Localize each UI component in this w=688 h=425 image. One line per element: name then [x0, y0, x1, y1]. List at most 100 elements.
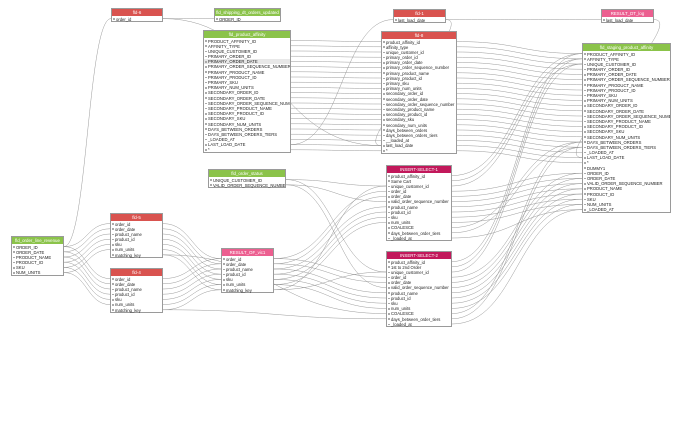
- field-row[interactable]: _LOADED_AT: [204, 137, 290, 142]
- field-row[interactable]: PRODUCT_ID: [12, 260, 63, 265]
- field-row[interactable]: PRODUCT_AFFINITY_ID: [583, 52, 670, 57]
- field-row[interactable]: PRIMARY_NUM_UNITS: [204, 85, 290, 90]
- field-row[interactable]: product_name: [387, 291, 451, 296]
- field-row[interactable]: primary_product_name: [382, 71, 456, 76]
- field-row[interactable]: num_units: [387, 220, 451, 225]
- field-row[interactable]: sku: [111, 297, 162, 302]
- field-row[interactable]: secondary_order_id: [382, 91, 456, 96]
- field-row[interactable]: VALID_ORDER_SEQUENCE_NUMBER: [209, 183, 285, 188]
- field-row[interactable]: SECONDARY_NUM_UNITS: [204, 122, 290, 127]
- field-row[interactable]: SKU: [583, 197, 670, 202]
- field-row[interactable]: VALID_ORDER_SEQUENCE_NUMBER: [583, 181, 670, 186]
- field-row[interactable]: SECONDARY_ORDER_SEQUENCE_NUMBER: [204, 101, 290, 106]
- field-row[interactable]: LAST_LOAD_DATE: [204, 142, 290, 147]
- table-node-title[interactable]: fld-6: [112, 9, 162, 16]
- field-row[interactable]: NUM_UNITS: [583, 202, 670, 207]
- field-row[interactable]: PRIMARY_PRODUCT_NAME: [583, 83, 670, 88]
- field-row[interactable]: PRIMARY_ORDER_DATE: [583, 72, 670, 77]
- field-row[interactable]: product_id: [222, 272, 273, 277]
- field-row[interactable]: PRIMARY_ORDER_SEQUENCE_NUMBER: [204, 64, 290, 69]
- table-node-title[interactable]: fld-1: [394, 10, 445, 17]
- field-row[interactable]: DUMMY1: [583, 166, 670, 171]
- table-node-title[interactable]: fld-5: [111, 214, 162, 221]
- field-row[interactable]: DAYS_BETWEEN_ORDERS_TIERS: [583, 145, 670, 150]
- field-row[interactable]: unique_customer_id: [382, 50, 456, 55]
- field-row[interactable]: _LOADED_AT: [583, 207, 670, 212]
- field-row[interactable]: order_date: [387, 194, 451, 199]
- table-node-title[interactable]: fld_order_status: [209, 170, 285, 177]
- field-row[interactable]: SECONDARY_ORDER_ID: [583, 103, 670, 108]
- field-row[interactable]: ORDER_ID: [583, 171, 670, 176]
- field-row[interactable]: product_affinity_id: [387, 174, 451, 179]
- field-row[interactable]: AFFINITY_TYPE: [204, 44, 290, 49]
- field-row[interactable]: PRIMARY_SKU: [204, 80, 290, 85]
- field-row[interactable]: PRIMARY_PRODUCT_ID: [583, 88, 670, 93]
- table-node-title[interactable]: fld-8: [382, 32, 456, 39]
- field-row[interactable]: PRIMARY_ORDER_SEQUENCE_NUMBER: [583, 77, 670, 82]
- field-row[interactable]: last_load_date: [394, 18, 445, 23]
- table-node-title[interactable]: fld-4: [111, 269, 162, 276]
- field-row[interactable]: product_name: [111, 287, 162, 292]
- field-row[interactable]: ORDER_DATE: [583, 176, 670, 181]
- field-row[interactable]: product_id: [387, 296, 451, 301]
- field-row[interactable]: matching_key: [111, 308, 162, 313]
- field-row[interactable]: SKU: [12, 265, 63, 270]
- table-node-title[interactable]: RESULT_DT_log: [602, 10, 653, 17]
- table-node-title[interactable]: fld_staging_product_affinity: [583, 44, 670, 51]
- field-row[interactable]: PRIMARY_ORDER_ID: [204, 54, 290, 59]
- field-row[interactable]: last_load_date: [382, 143, 456, 148]
- field-row[interactable]: secondary_sku: [382, 117, 456, 122]
- field-row[interactable]: _loaded_at: [387, 322, 451, 327]
- field-row[interactable]: SECONDARY_ORDER_ID: [204, 90, 290, 95]
- field-row[interactable]: _loaded_at: [387, 236, 451, 241]
- field-row[interactable]: matching_key: [222, 288, 273, 293]
- field-row[interactable]: last_load_date: [602, 18, 653, 23]
- field-row[interactable]: SECONDARY_PRODUCT_ID: [583, 124, 670, 129]
- field-row[interactable]: secondary_order_sequence_number: [382, 102, 456, 107]
- field-row[interactable]: num_units: [222, 282, 273, 287]
- table-node-title[interactable]: fld_order_line_revenue: [12, 237, 63, 244]
- field-row[interactable]: DAYS_BETWEEN_ORDERS_TIERS: [204, 132, 290, 137]
- field-row[interactable]: PRIMARY_ORDER_DATE: [204, 59, 290, 65]
- field-row[interactable]: COALESCE: [387, 225, 451, 230]
- field-row[interactable]: days_between_orders: [382, 128, 456, 133]
- field-row[interactable]: PRODUCT_NAME: [12, 255, 63, 260]
- field-row[interactable]: UNIQUE_CUSTOMER_ID: [209, 178, 285, 183]
- field-row[interactable]: AFFINITY_TYPE: [583, 57, 670, 62]
- field-row[interactable]: matching_key: [111, 253, 162, 258]
- field-row[interactable]: num_units: [111, 302, 162, 307]
- field-row[interactable]: sku: [387, 215, 451, 220]
- field-row[interactable]: valid_order_sequence_number: [387, 199, 451, 204]
- table-node-title[interactable]: INSERT-SELECT-1: [387, 166, 451, 173]
- field-row[interactable]: ORDER_DATE: [12, 250, 63, 255]
- field-row[interactable]: sku: [222, 277, 273, 282]
- field-row[interactable]: primary_sku: [382, 81, 456, 86]
- field-row[interactable]: primary_order_date: [382, 60, 456, 65]
- field-row[interactable]: order_id: [111, 222, 162, 227]
- field-row[interactable]: sku: [387, 301, 451, 306]
- field-row[interactable]: secondary_product_name: [382, 107, 456, 112]
- field-row[interactable]: *: [204, 147, 290, 152]
- field-row[interactable]: product_affinity_id: [387, 260, 451, 265]
- field-row[interactable]: 1st to 2nd Order: [387, 265, 451, 270]
- field-row[interactable]: DAYS_BETWEEN_ORDERS: [204, 127, 290, 132]
- field-row[interactable]: SECONDARY_PRODUCT_NAME: [204, 106, 290, 111]
- field-row[interactable]: product_id: [111, 292, 162, 297]
- field-row[interactable]: order_id: [222, 257, 273, 262]
- field-row[interactable]: UNIQUE_CUSTOMER_ID: [583, 62, 670, 67]
- field-row[interactable]: sku: [111, 242, 162, 247]
- field-row[interactable]: unique_customer_id: [387, 184, 451, 189]
- field-row[interactable]: SECONDARY_SKU: [583, 129, 670, 134]
- field-row[interactable]: UNIQUE_CUSTOMER_ID: [204, 49, 290, 54]
- table-node-title[interactable]: INSERT-SELECT-2: [387, 252, 451, 259]
